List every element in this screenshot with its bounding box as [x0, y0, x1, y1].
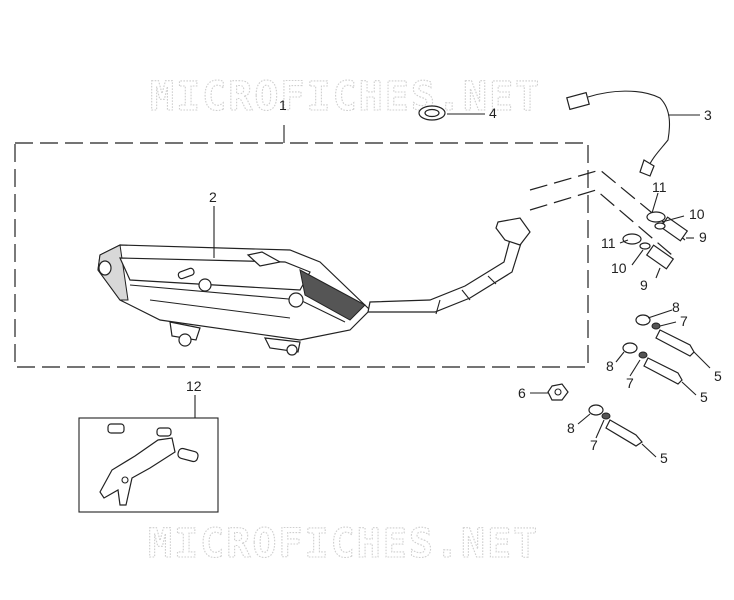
callout-9b: 9	[640, 277, 648, 293]
callout-11b: 11	[601, 235, 616, 251]
callout-5a: 5	[714, 368, 722, 384]
callout-8b: 8	[606, 358, 614, 374]
callout-5b: 5	[700, 389, 708, 405]
callout-7b: 7	[626, 375, 634, 391]
gasket-icon	[418, 105, 485, 121]
exhaust-port-guide	[529, 169, 686, 256]
watermark-bottom: MICROFICHES.NET	[148, 521, 539, 567]
o2-sensor-icon	[566, 90, 700, 177]
callout-12: 12	[186, 378, 202, 394]
callout-3: 3	[704, 107, 712, 123]
callout-10b: 10	[611, 260, 627, 276]
nut-icon	[530, 383, 569, 401]
callout-4: 4	[489, 105, 497, 121]
muffler-icon	[97, 244, 371, 356]
bolt-icon	[588, 314, 695, 447]
callout-2: 2	[209, 189, 217, 205]
callout-8c: 8	[567, 420, 575, 436]
callout-8a: 8	[672, 299, 680, 315]
callout-labels: 1 2 3 4 5 5 5 6 7 7 7 8 8 8 9 9 10 10 11…	[186, 97, 722, 466]
watermark-top: MICROFICHES.NET	[150, 74, 541, 120]
callout-7c: 7	[590, 437, 598, 453]
callout-11a: 11	[652, 179, 667, 195]
cushion-icon	[622, 211, 689, 270]
callout-10a: 10	[689, 206, 705, 222]
callout-5c: 5	[660, 450, 668, 466]
exhaust-pipe-icon	[367, 217, 531, 315]
bracket-icon	[78, 395, 219, 513]
callout-9a: 9	[699, 229, 707, 245]
callout-7a: 7	[680, 313, 688, 329]
assembly-box	[14, 125, 589, 368]
callout-6: 6	[518, 385, 526, 401]
leader-lines	[213, 192, 711, 458]
callout-1: 1	[279, 97, 287, 113]
